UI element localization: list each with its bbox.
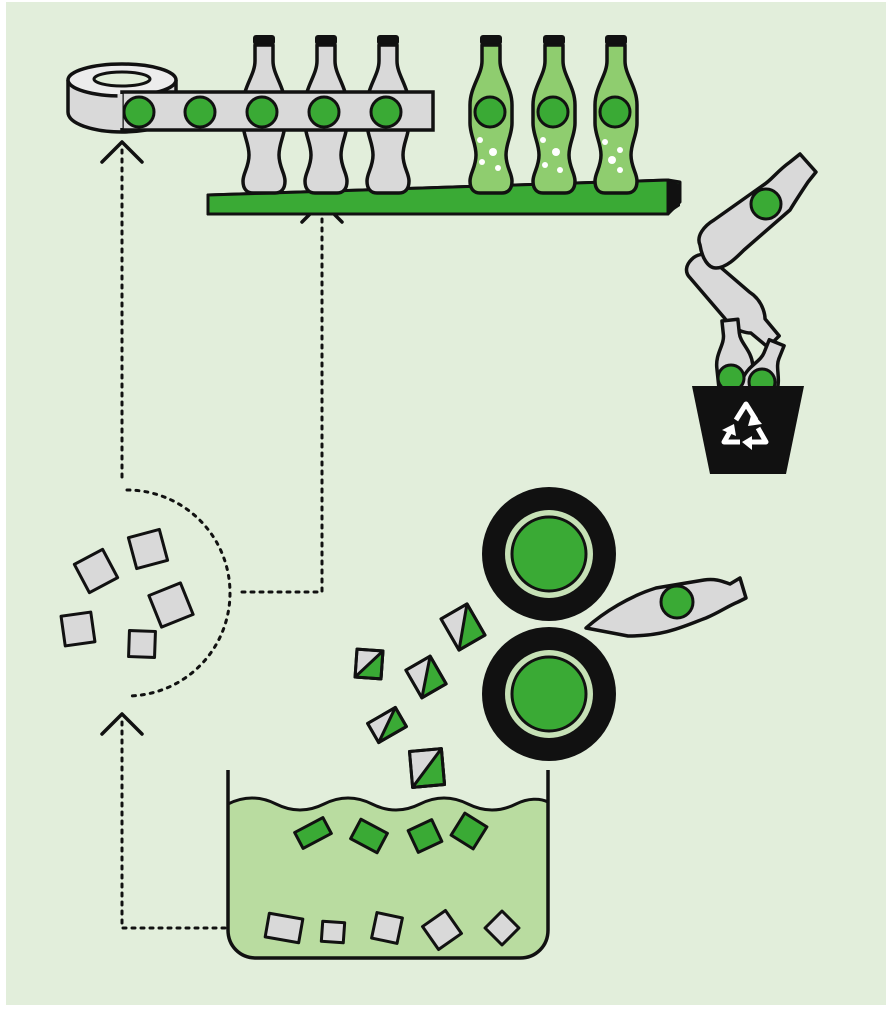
shredded-flakes xyxy=(59,527,195,659)
recycle-arrow-tips xyxy=(722,412,762,450)
falling-flakes xyxy=(353,602,487,789)
used-bottle xyxy=(697,152,818,270)
crusher-rollers xyxy=(482,487,616,761)
recycle-bin xyxy=(692,316,804,474)
bubbles xyxy=(477,137,623,173)
floating-flakes xyxy=(293,811,489,855)
filled-bottle-labels xyxy=(473,95,632,129)
label-dots xyxy=(122,95,403,129)
sinking-flakes xyxy=(263,909,521,951)
crushed-bottle xyxy=(584,576,748,638)
flow-lines xyxy=(120,148,324,930)
